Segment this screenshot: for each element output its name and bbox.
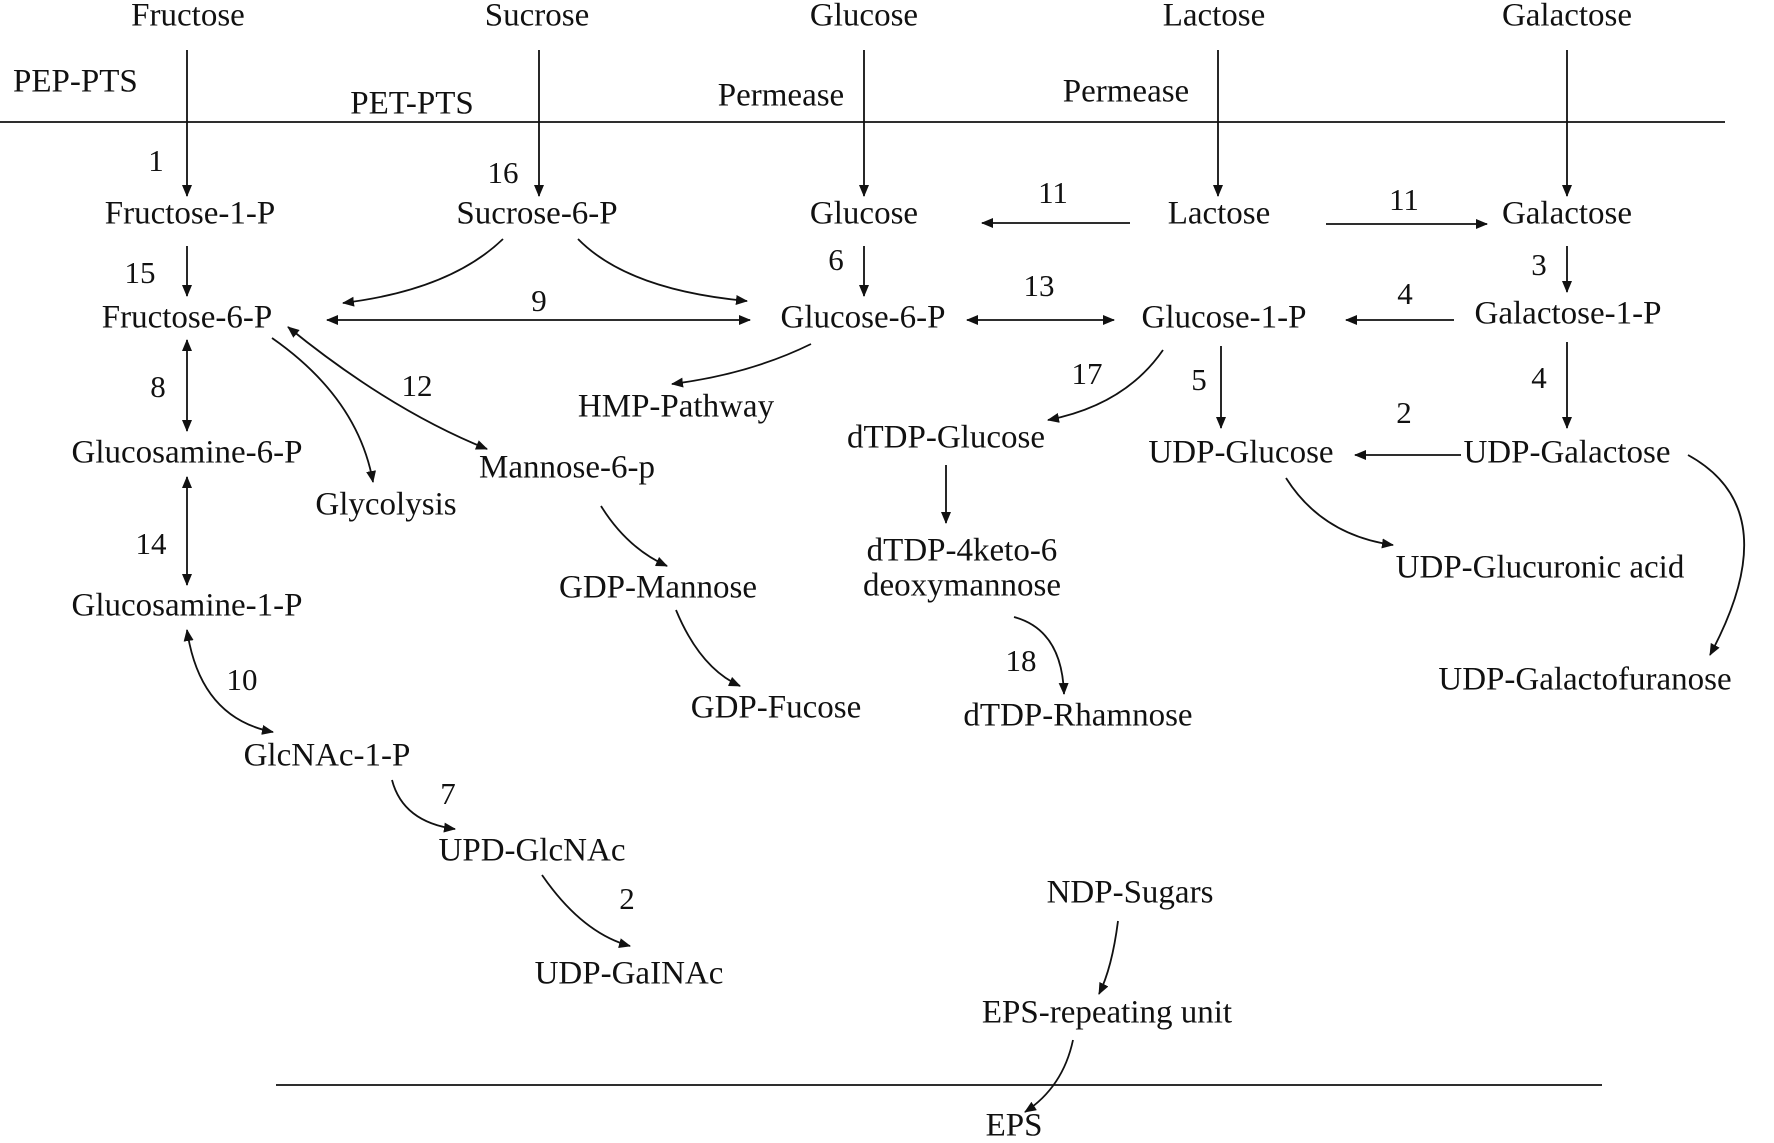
enzyme-number-5: 5 <box>1191 362 1207 397</box>
enzyme-number-2-udp: 2 <box>1396 395 1412 430</box>
node-glycolysis: Glycolysis <box>315 487 456 523</box>
node-eps-repeating-unit: EPS-repeating unit <box>982 995 1232 1031</box>
label-permease-lactose: Permease <box>1063 74 1189 110</box>
arrow-ndp-sugars-to-eps-repeating-unit <box>1098 920 1119 995</box>
node-lactose-external: Lactose <box>1163 0 1266 34</box>
node-udp-glucose: UDP-Glucose <box>1148 435 1333 471</box>
enzyme-number-10: 10 <box>227 662 258 697</box>
arrow-glcnac-1-p-to-upd-glcnac <box>391 779 456 833</box>
enzyme-number-17: 17 <box>1072 356 1103 391</box>
node-udp-galactofuranose: UDP-Galactofuranose <box>1438 662 1731 698</box>
node-sucrose-6-p: Sucrose-6-P <box>456 196 617 232</box>
arrow-dtdp-4keto-to-dtdp-rhamnose <box>1013 616 1069 695</box>
enzyme-number-8: 8 <box>150 369 166 404</box>
enzyme-number-14: 14 <box>136 526 168 561</box>
arrow-glucose-1-p-to-dtdp-glucose <box>1047 349 1164 423</box>
node-fructose-6-p: Fructose-6-P <box>102 300 272 336</box>
label-permease-glucose: Permease <box>718 78 844 114</box>
arrow-fructose-6-p-to-glycolysis <box>271 337 376 483</box>
enzyme-number-12: 12 <box>402 368 433 403</box>
enzyme-number-11-left: 11 <box>1038 175 1068 210</box>
node-glucose-1-p: Glucose-1-P <box>1142 300 1307 336</box>
enzyme-number-16: 16 <box>488 155 519 190</box>
node-galactose-1-p: Galactose-1-P <box>1475 296 1662 332</box>
node-udp-glucuronic-acid: UDP-Glucuronic acid <box>1396 550 1685 586</box>
enzyme-number-3: 3 <box>1531 247 1547 282</box>
arrow-glucosamine-1-p-glcnac-1-p <box>183 629 274 735</box>
node-upd-glcnac: UPD-GlcNAc <box>439 833 626 869</box>
node-dtdp-4keto-line2: deoxymannose <box>863 568 1061 604</box>
node-fructose-external: Fructose <box>131 0 245 34</box>
arrow-sucrose-6-p-to-fructose-6-p <box>342 238 504 307</box>
node-udp-galactose: UDP-Galactose <box>1463 435 1670 471</box>
label-pet-pts: PET-PTS <box>350 86 474 122</box>
enzyme-number-7: 7 <box>440 776 456 811</box>
enzyme-number-4-top: 4 <box>1397 276 1413 311</box>
node-galactose-external: Galactose <box>1502 0 1632 34</box>
node-dtdp-glucose: dTDP-Glucose <box>847 420 1045 456</box>
enzyme-number-9: 9 <box>531 283 547 318</box>
node-gdp-mannose: GDP-Mannose <box>559 570 757 606</box>
arrow-udp-glucose-to-udp-glucuronic-acid <box>1285 477 1394 549</box>
node-glucosamine-1-p: Glucosamine-1-P <box>72 588 303 624</box>
node-glucose-6-p: Glucose-6-P <box>781 300 946 336</box>
enzyme-number-6: 6 <box>828 242 844 277</box>
node-eps: EPS <box>986 1108 1043 1143</box>
arrow-glucose-6-p-to-hmp-pathway <box>671 343 812 388</box>
node-fructose-1-p: Fructose-1-P <box>105 196 275 232</box>
enzyme-number-15: 15 <box>125 255 156 290</box>
arrow-gdp-mannose-to-gdp-fucose <box>675 609 741 687</box>
arrow-eps-repeating-unit-to-eps <box>1024 1039 1074 1113</box>
node-glucosamine-6-p: Glucosamine-6-P <box>72 435 303 471</box>
node-galactose-internal: Galactose <box>1502 196 1632 232</box>
enzyme-number-18: 18 <box>1006 643 1037 678</box>
node-dtdp-rhamnose: dTDP-Rhamnose <box>963 698 1192 734</box>
arrow-upd-glcnac-to-udp-galnac <box>541 874 631 948</box>
arrow-mannose-6-p-to-gdp-mannose <box>600 505 668 567</box>
enzyme-number-2-galnac: 2 <box>619 881 635 916</box>
node-mannose-6-p: Mannose-6-p <box>479 450 655 486</box>
node-glucose-internal: Glucose <box>810 196 918 232</box>
node-dtdp-4keto-line1: dTDP-4keto-6 <box>867 533 1058 569</box>
node-hmp-pathway: HMP-Pathway <box>578 389 775 425</box>
node-gdp-fucose: GDP-Fucose <box>691 690 862 726</box>
node-ndp-sugars: NDP-Sugars <box>1047 875 1214 911</box>
arrow-udp-galactose-to-udp-galactofuranose <box>1687 454 1746 656</box>
enzyme-number-13: 13 <box>1024 268 1055 303</box>
label-pep-pts: PEP-PTS <box>13 64 138 100</box>
node-glucose-external: Glucose <box>810 0 918 34</box>
node-lactose-internal: Lactose <box>1168 196 1271 232</box>
enzyme-number-1: 1 <box>148 143 164 178</box>
enzyme-number-4-right: 4 <box>1531 360 1547 395</box>
node-sucrose-external: Sucrose <box>485 0 589 34</box>
enzyme-number-11-right: 11 <box>1389 182 1419 217</box>
arrow-sucrose-6-p-to-glucose-6-p <box>577 238 748 305</box>
node-udp-galnac: UDP-GaINAc <box>535 956 724 992</box>
node-glcnac-1-p: GlcNAc-1-P <box>244 738 411 774</box>
arrow-fructose-6-p-mannose-6-p <box>287 326 488 450</box>
